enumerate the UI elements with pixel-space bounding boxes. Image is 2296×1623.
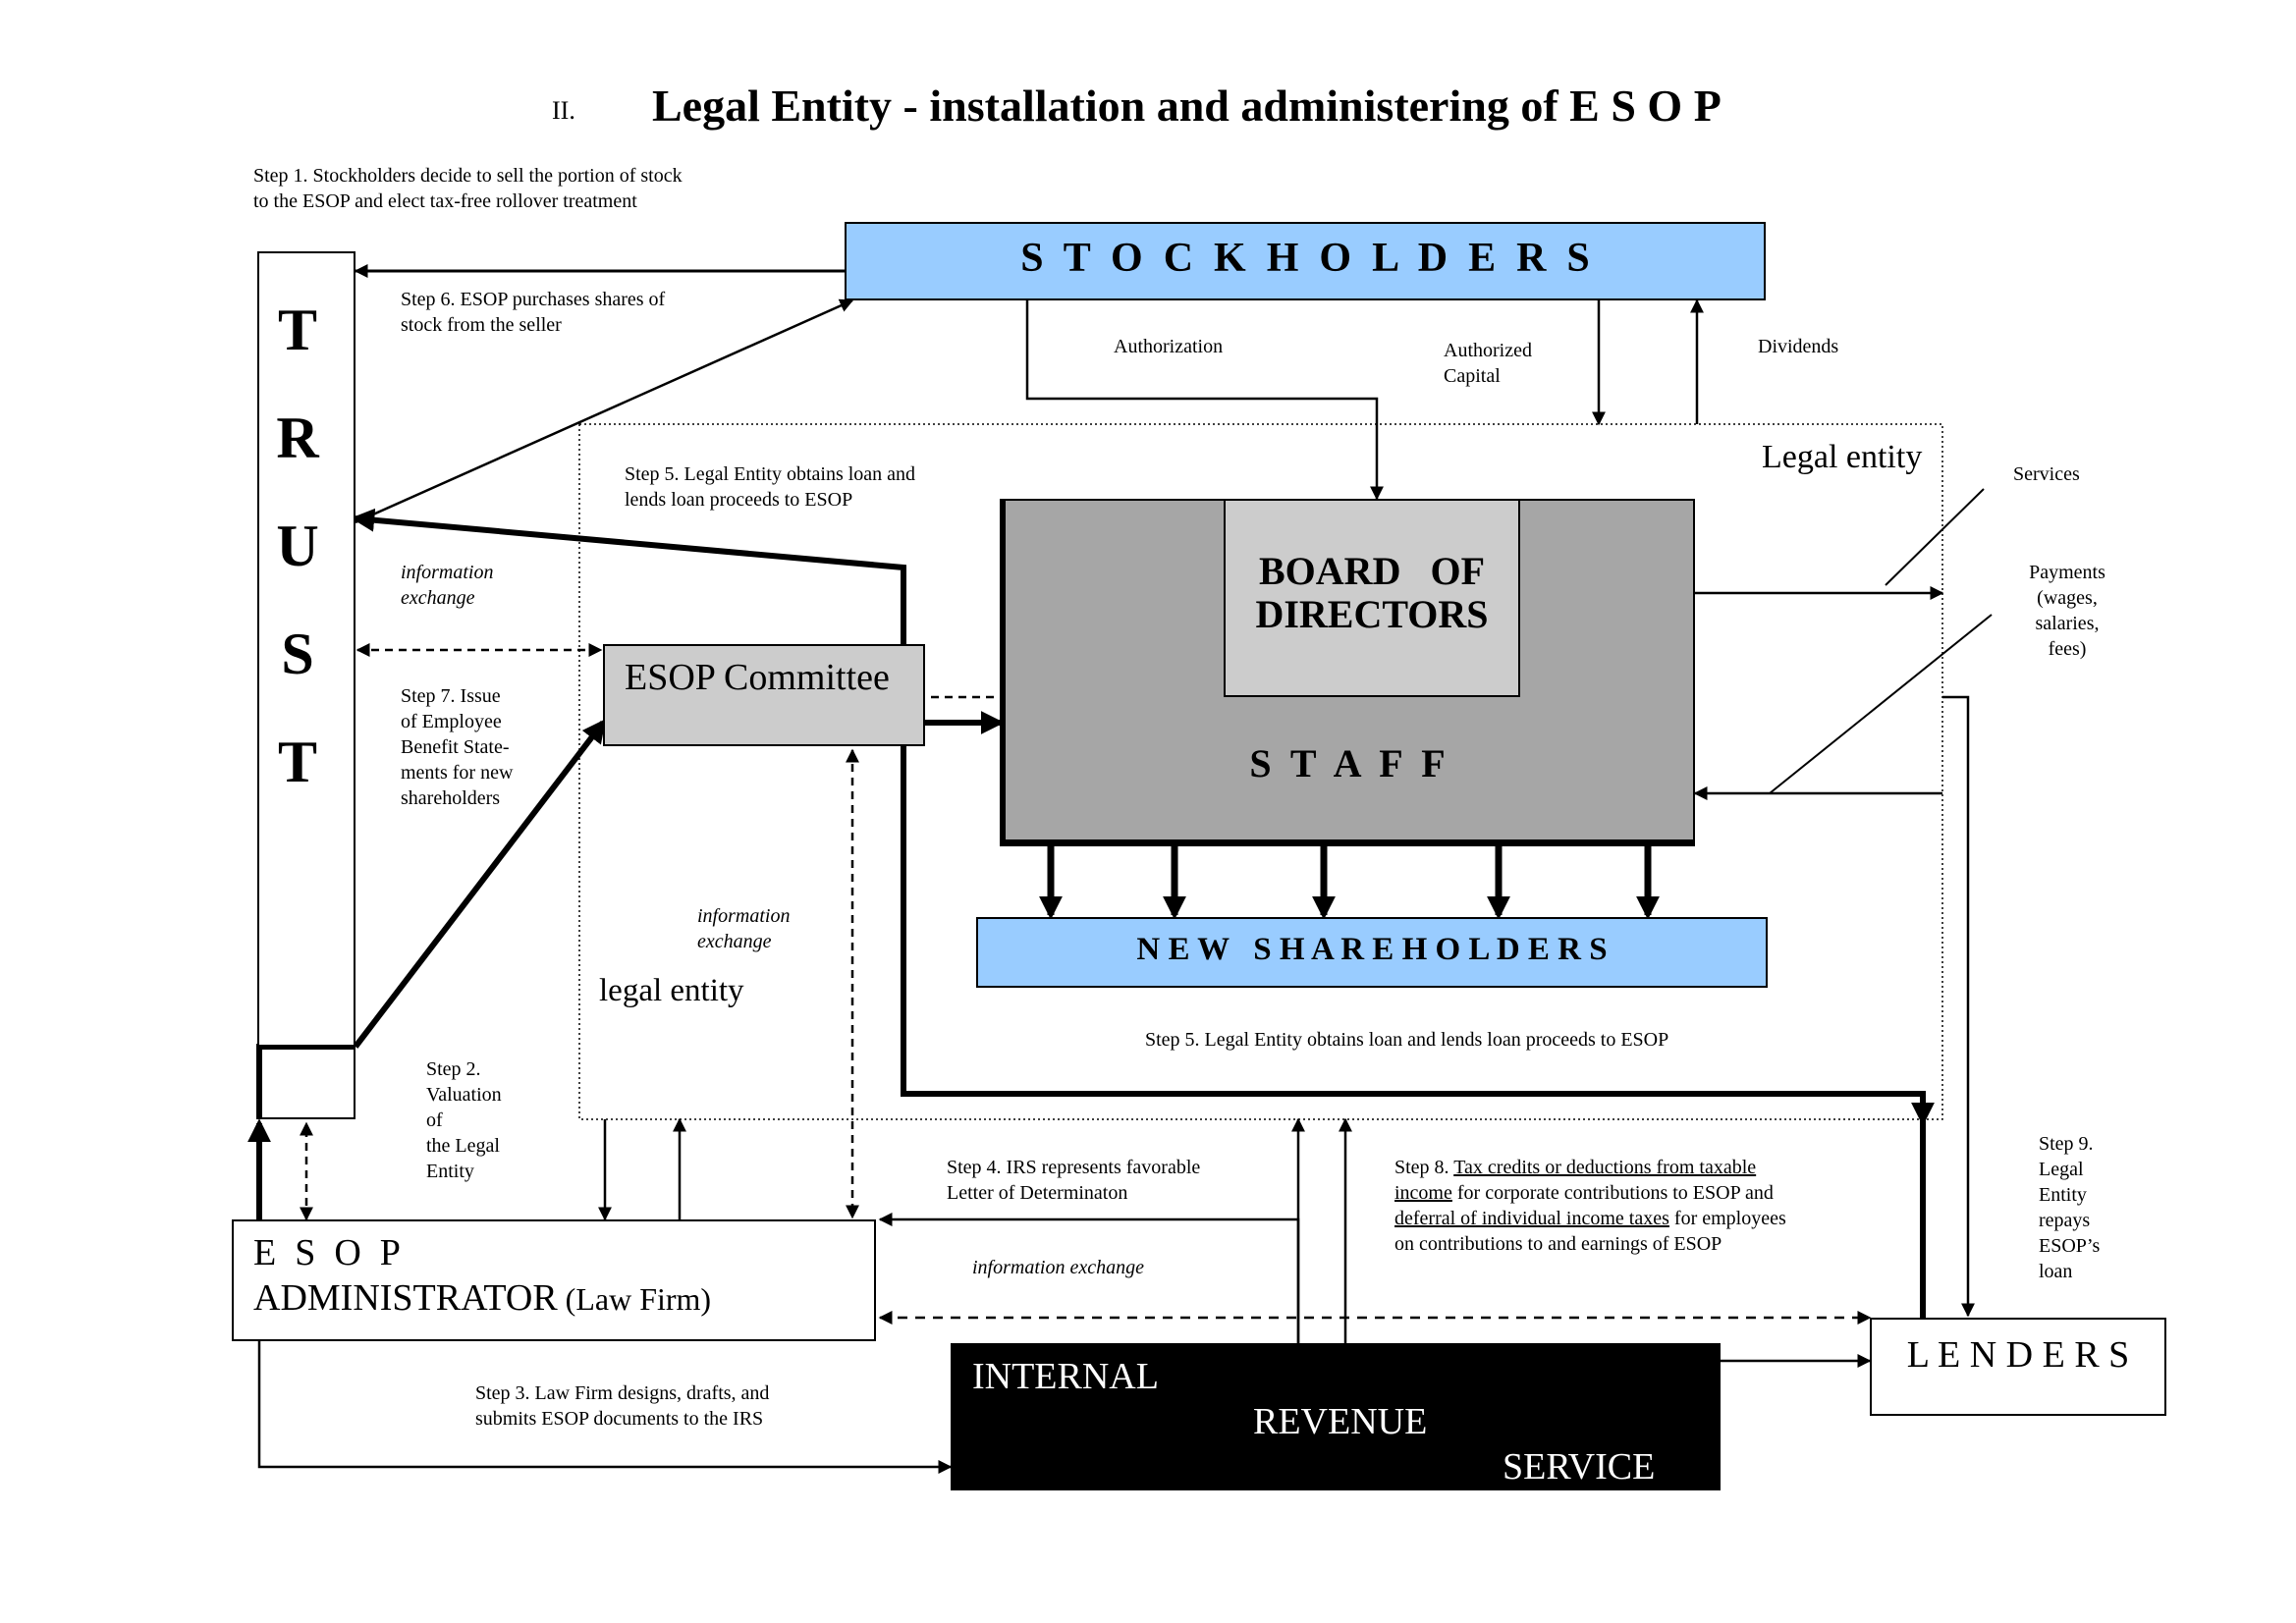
legal-entity-boundary (578, 423, 1943, 1120)
info-exchange-a-line1: information (401, 562, 494, 583)
trust-base-box (257, 1047, 355, 1119)
arrow-admin-to-irs (257, 1341, 953, 1474)
info-exchange-b-line2: exchange (697, 931, 772, 952)
legal-entity-top-label: Legal entity (1762, 439, 1923, 475)
step8-rest-3: for employees (1668, 1208, 1786, 1229)
stockholders-box (845, 222, 1766, 300)
trust-letter-s: S (281, 622, 314, 686)
administrator-word: ADMINISTRATOR (253, 1277, 558, 1319)
step9-line3: Entity (2039, 1184, 2087, 1206)
new-shareholders-label: N E W S H A R E H O L D E R S (1136, 932, 1608, 967)
step8-line2: income for corporate contributions to ES… (1394, 1180, 1774, 1206)
trust-box (257, 251, 355, 1047)
new-shareholders-box (976, 917, 1768, 988)
step8-line3: deferral of individual income taxes for … (1394, 1206, 1786, 1231)
step4-line2: Letter of Determinaton (947, 1182, 1128, 1204)
step7-line5: shareholders (401, 787, 501, 809)
step8-underlined-1: Tax credits or deductions from taxable (1453, 1157, 1757, 1178)
esop-committee-box (603, 644, 925, 746)
payments-line1: Payments (2029, 562, 2105, 583)
step7-line3: Benefit State- (401, 736, 510, 758)
step7-line4: ments for new (401, 762, 514, 784)
step9-line6: loan (2039, 1261, 2073, 1282)
step8-line1: Step 8. Tax credits or deductions from t… (1394, 1155, 1756, 1180)
step8-underlined-3: deferral of individual income taxes (1394, 1208, 1669, 1229)
esop-administrator-box (232, 1219, 876, 1341)
law-firm-suffix: (Law Firm) (557, 1281, 712, 1317)
esop-administrator-line2: ADMINISTRATOR (Law Firm) (253, 1274, 711, 1323)
staff-label: S T A F F (1249, 741, 1446, 785)
payments-line3: salaries, (2035, 613, 2100, 634)
arrow-trust-to-stockholders (355, 298, 854, 524)
board-of-directors-box (1224, 499, 1520, 697)
stockholders-label: S T O C K H O L D E R S (1020, 236, 1590, 281)
services-leader (1885, 488, 1985, 586)
authorization-label: Authorization (1114, 336, 1224, 357)
lenders-label: L E N D E R S (1906, 1334, 2130, 1376)
step9-line5: ESOP’s (2039, 1235, 2101, 1257)
trust-letter-t1: T (277, 298, 318, 362)
arrow-irs-to-admin (878, 1213, 1300, 1343)
board-label-line1: BOARD OF (1259, 549, 1485, 593)
step5a-line1: Step 5. Legal Entity obtains loan and (625, 463, 916, 485)
irs-line1: INTERNAL (972, 1356, 1159, 1397)
step5a-line2: lends loan proceeds to ESOP (625, 489, 853, 511)
step9-line4: repays (2039, 1210, 2091, 1231)
step2-line4: the Legal (426, 1135, 500, 1157)
step5b-label: Step 5. Legal Entity obtains loan and le… (1145, 1029, 1669, 1051)
legal-entity-inner-label: legal entity (599, 973, 744, 1008)
staff-to-new-shareholders-arrows (1039, 846, 1660, 920)
loan-path-lenders-to-trust (351, 508, 1926, 1318)
step1-line1: Step 1. Stockholders decide to sell the … (253, 165, 683, 187)
step8-line4: on contributions to and earnings of ESOP (1394, 1233, 1722, 1255)
step7-line1: Step 7. Issue (401, 685, 501, 707)
info-exchange-c-label: information exchange (972, 1257, 1144, 1278)
payments-leader (1769, 614, 1993, 794)
step2-line5: Entity (426, 1161, 474, 1182)
page-title: Legal Entity - installation and administ… (652, 81, 1722, 131)
step2-line3: of (426, 1109, 443, 1131)
step9-line2: Legal (2039, 1159, 2084, 1180)
esop-administrator-line1: E S O P (253, 1232, 401, 1273)
esop-committee-label: ESOP Committee (625, 657, 890, 698)
arrow-legal-to-lenders (1942, 695, 1975, 1318)
step6-line1: Step 6. ESOP purchases shares of (401, 289, 666, 310)
step2-line1: Step 2. (426, 1058, 481, 1080)
step3-line1: Step 3. Law Firm designs, drafts, and (475, 1382, 770, 1404)
trust-letter-t2: T (277, 730, 318, 794)
authorized-capital-line2: Capital (1444, 365, 1501, 387)
step9-line1: Step 9. (2039, 1133, 2094, 1155)
step7-line2: of Employee (401, 711, 502, 732)
arrow-authorization (1025, 300, 1384, 501)
step8-prefix: Step 8. (1394, 1157, 1454, 1178)
arrow-trust-to-committee (353, 719, 606, 1049)
services-label: Services (2013, 463, 2080, 485)
step8-rest-2: for corporate contributions to ESOP and (1451, 1182, 1774, 1204)
irs-line3: SERVICE (1503, 1446, 1656, 1488)
title-number: II. (552, 96, 575, 125)
dividends-label: Dividends (1758, 336, 1839, 357)
info-exchange-b-line1: information (697, 905, 791, 927)
authorized-capital-line1: Authorized (1444, 340, 1532, 361)
irs-line2: REVENUE (1253, 1401, 1428, 1442)
payments-line2: (wages, (2037, 587, 2098, 609)
trust-letter-r: R (276, 406, 319, 470)
step6-line2: stock from the seller (401, 314, 562, 336)
board-label-line2: DIRECTORS (1255, 592, 1489, 636)
payments-line4: fees) (2048, 638, 2087, 660)
step4-line1: Step 4. IRS represents favorable (947, 1157, 1201, 1178)
info-exchange-a-line2: exchange (401, 587, 475, 609)
step8-underlined-2: income (1394, 1182, 1452, 1204)
step1-line2: to the ESOP and elect tax-free rollover … (253, 190, 637, 212)
step3-line2: submits ESOP documents to the IRS (475, 1408, 764, 1430)
step2-line2: Valuation (426, 1084, 502, 1106)
irs-box (951, 1343, 1721, 1490)
lenders-box (1870, 1318, 2166, 1416)
trust-letter-u: U (276, 514, 319, 578)
